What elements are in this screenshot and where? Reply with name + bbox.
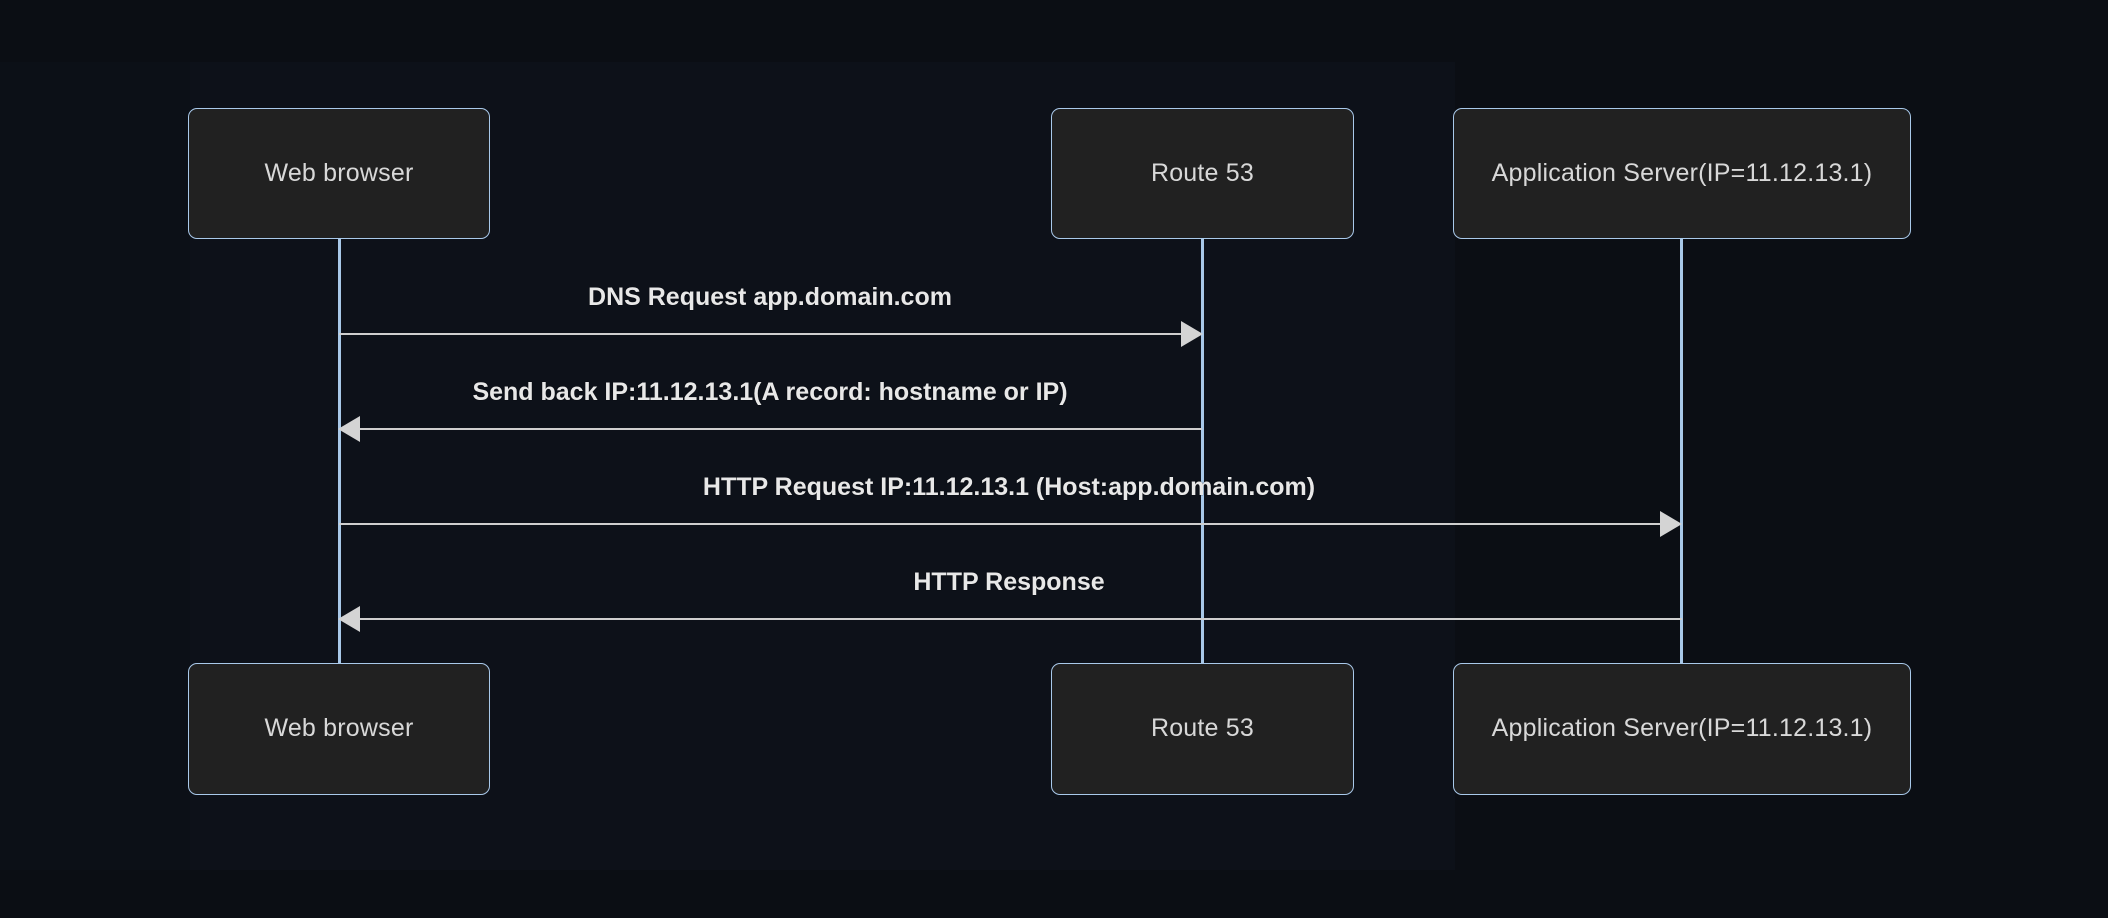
participant-box-route-53-top[interactable]: Route 53 xyxy=(1051,108,1354,239)
message-arrowhead-http-response xyxy=(338,606,360,632)
participant-label-web-browser-bottom: Web browser xyxy=(264,714,414,743)
message-label-http-request: HTTP Request IP:11.12.13.1 (Host:app.dom… xyxy=(702,473,1316,501)
participant-box-application-server-bottom[interactable]: Application Server(IP=11.12.13.1) xyxy=(1453,663,1911,795)
lifeline-application-server xyxy=(1680,238,1683,664)
message-label-http-response: HTTP Response xyxy=(913,568,1105,596)
message-line-http-request xyxy=(339,523,1661,525)
lifeline-route-53 xyxy=(1201,238,1204,664)
message-line-dns-response xyxy=(360,428,1202,430)
message-arrowhead-http-request xyxy=(1660,511,1682,537)
message-arrowhead-dns-request xyxy=(1181,321,1203,347)
message-line-http-response xyxy=(360,618,1682,620)
participant-label-web-browser-top: Web browser xyxy=(264,158,414,187)
message-label-dns-request: DNS Request app.domain.com xyxy=(588,283,952,311)
participant-box-web-browser-top[interactable]: Web browser xyxy=(188,108,490,239)
background-panel-left xyxy=(0,62,190,870)
message-line-dns-request xyxy=(339,333,1181,335)
participant-label-application-server-bottom: Application Server(IP=11.12.13.1) xyxy=(1491,714,1873,743)
lifeline-web-browser xyxy=(338,238,341,664)
participant-label-route-53-top: Route 53 xyxy=(1150,158,1255,187)
participant-box-web-browser-bottom[interactable]: Web browser xyxy=(188,663,490,795)
participant-box-application-server-top[interactable]: Application Server(IP=11.12.13.1) xyxy=(1453,108,1911,239)
participant-box-route-53-bottom[interactable]: Route 53 xyxy=(1051,663,1354,795)
message-arrowhead-dns-response xyxy=(338,416,360,442)
participant-label-route-53-bottom: Route 53 xyxy=(1150,714,1255,743)
message-label-dns-response: Send back IP:11.12.13.1(A record: hostna… xyxy=(472,378,1068,406)
participant-label-application-server-top: Application Server(IP=11.12.13.1) xyxy=(1491,158,1873,187)
